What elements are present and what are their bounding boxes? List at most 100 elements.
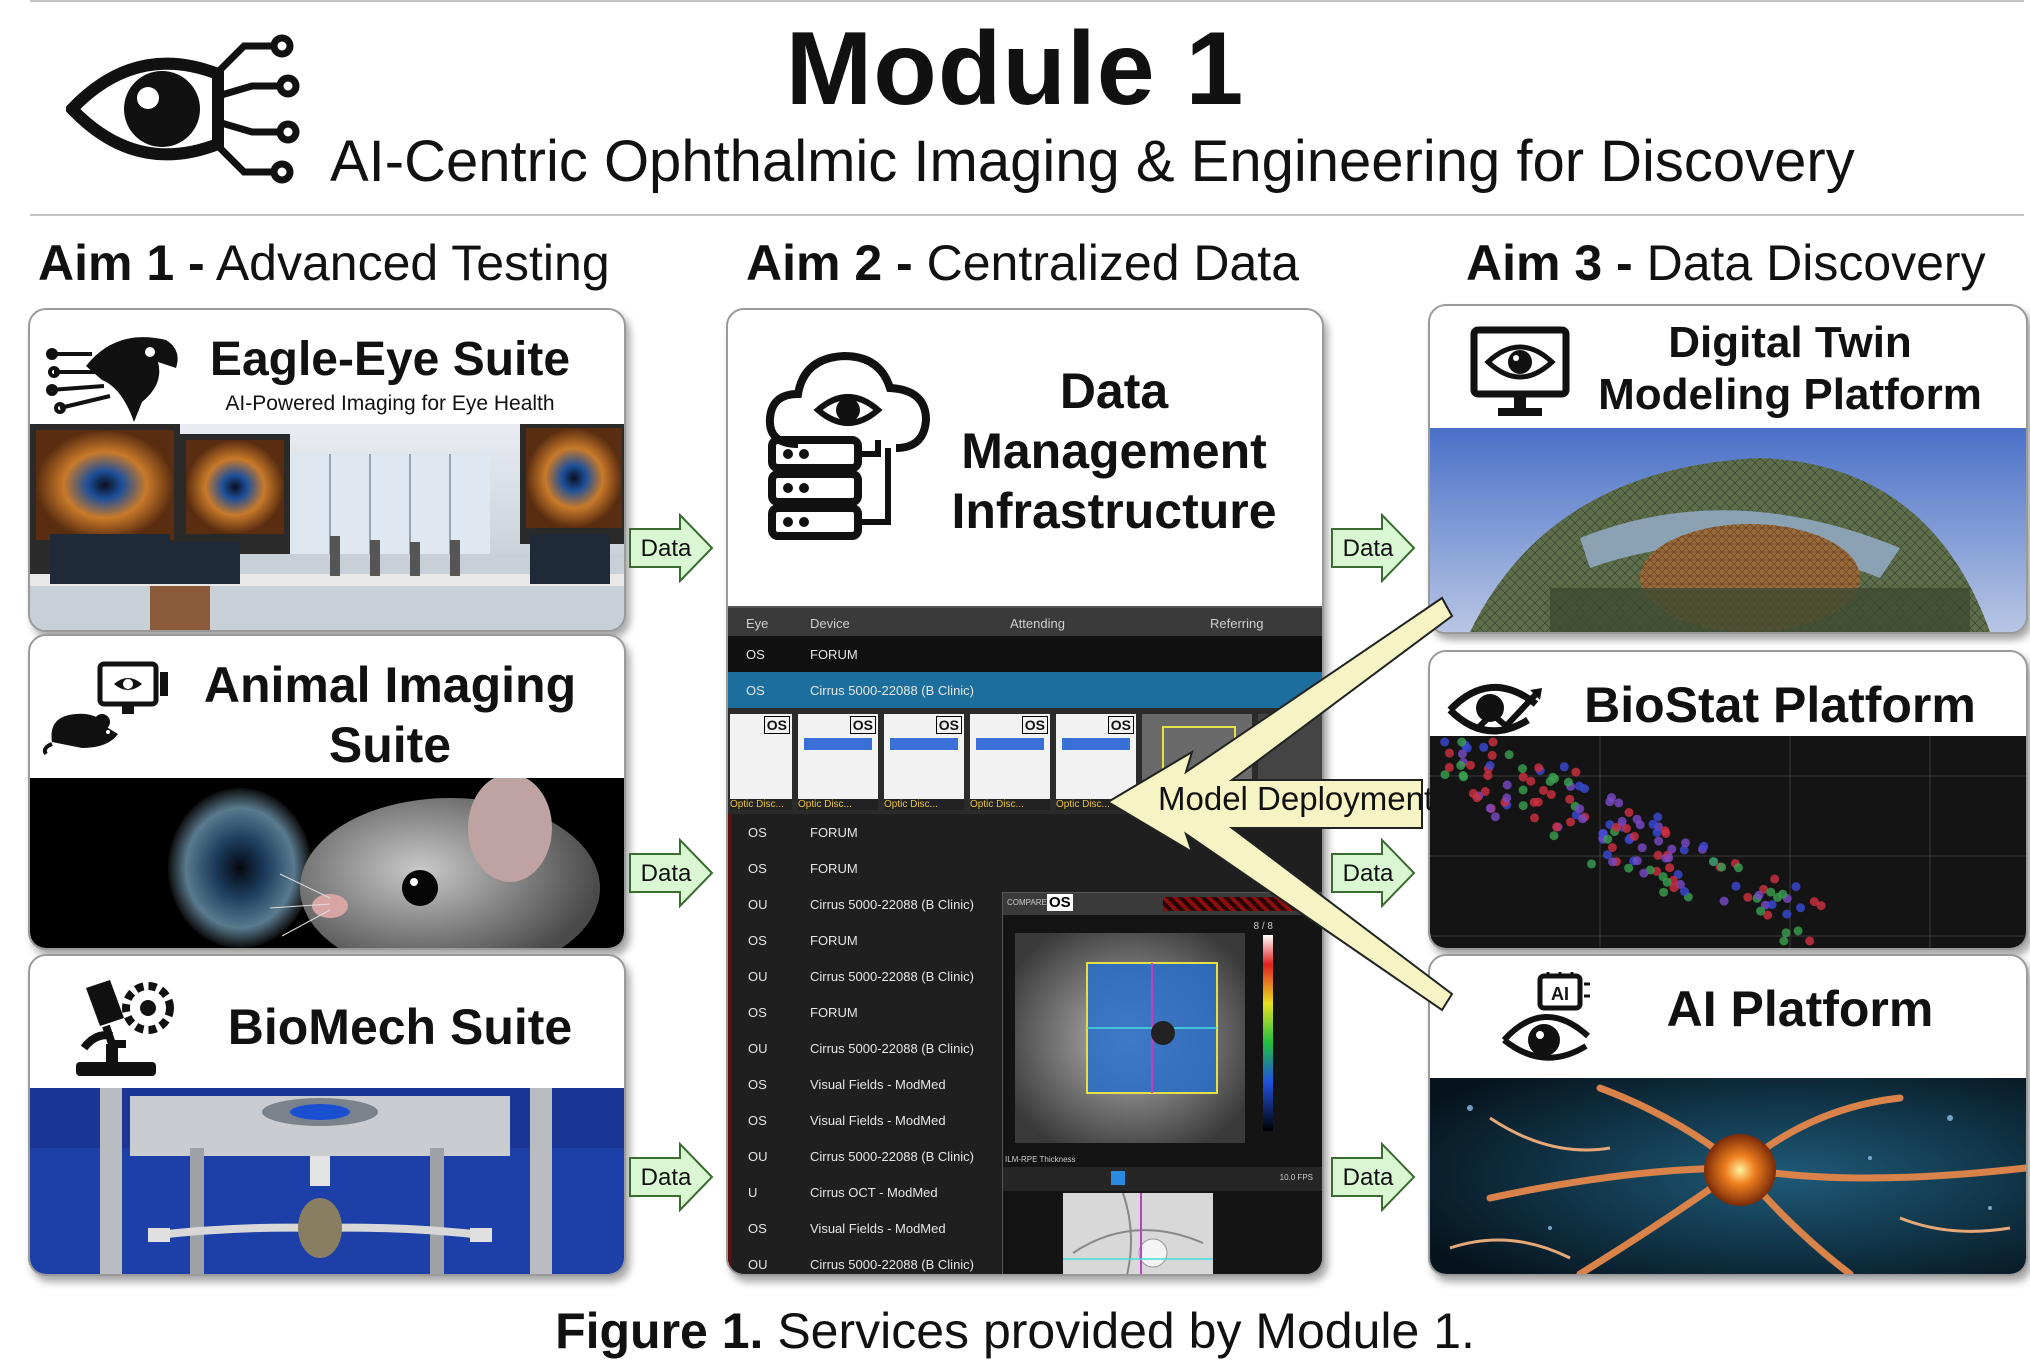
scatter-point [1487,750,1497,760]
scatter-point [1782,909,1792,919]
eagle-eye-title: Eagle-Eye Suite [209,333,571,386]
row-device: FORUM [810,825,858,840]
ai-chip-eye-icon: AI [1501,972,1591,1061]
row-eye: OS [748,825,767,840]
row-eye: OU [748,1041,768,1056]
aim2-heading: Aim 2 - Centralized Data [746,235,1300,291]
row-eye: OS [748,861,767,876]
header-divider [30,214,2024,216]
scatter-point [1662,877,1672,887]
scatter-point [1502,780,1512,790]
scatter-point [1468,788,1478,798]
scatter-point [1766,887,1776,897]
scatter-point [1816,901,1826,911]
eye-mesh-model [1430,428,2026,632]
row-eye: OS [748,1077,767,1092]
scatter-point [1578,814,1587,824]
scatter-point [1624,863,1634,873]
scatter-point [1490,812,1500,822]
col-attending: Attending [1010,616,1065,631]
scatter-point [1639,868,1649,878]
scatter-point [1504,750,1514,760]
row-eye: OS [748,1221,767,1236]
row-device: Visual Fields - ModMed [810,1113,946,1128]
scatter-point [1680,886,1689,896]
scatter-point [1648,819,1658,829]
scatter-point [1669,883,1679,893]
row-eye: OS [748,1005,767,1020]
scatter-point [1654,836,1664,846]
scatter-point [1518,772,1528,782]
eagle-circuit-icon [46,337,178,422]
scatter-point [1809,897,1819,907]
ai-platform-panel: AI AI Platform [1428,954,2028,1276]
layer-select[interactable]: ILM-RPE Thickness [1005,1155,1076,1164]
aim3-heading: Aim 3 - Data Discovery [1466,235,1986,291]
svg-text:AI: AI [1551,984,1569,1004]
data-flow-arrow: Data [628,1141,714,1213]
data-flow-arrow: Data [628,837,714,909]
scatter-point [1534,763,1544,773]
scatter-point [1624,808,1634,817]
scatter-point [1549,831,1559,841]
biomech-suite-panel: BioMech Suite [28,954,626,1276]
scatter-point [1708,857,1718,867]
imaging-lab-photo [30,424,624,630]
scatter-point [1488,737,1498,747]
data-flow-arrow: Data [1330,512,1416,584]
viewer-toolbar: COMPARE OS [1003,893,1322,915]
data-management-title-line2: Management [961,423,1267,479]
biostat-panel: BioStat Platform [1428,650,2028,950]
scatter-point [1767,900,1777,910]
scatter-point [1778,889,1788,899]
scatter-point [1444,762,1454,772]
microscope-gear-icon [76,980,174,1076]
scatter-point [1763,910,1773,920]
data-flow-arrow: Data [628,512,714,584]
scatter-point [1760,900,1770,910]
digital-twin-title-line2: Modeling Platform [1598,370,1982,419]
ai-platform-title: AI Platform [1666,981,1934,1037]
scatter-point [1679,845,1689,855]
page-subtitle: AI-Centric Ophthalmic Imaging & Engineer… [330,129,1855,194]
row-eye: OU [748,1149,768,1164]
scatter-point [1458,770,1468,780]
compare-button[interactable]: COMPARE [1007,898,1047,907]
scatter-point [1485,761,1495,770]
scatter-point [1479,742,1489,752]
scatter-point [1518,785,1528,795]
scatter-point [1632,814,1642,824]
digital-twin-panel: Digital Twin Modeling Platform [1428,304,2028,634]
scatter-point [1681,838,1690,848]
mouse-monitor-icon [42,661,168,756]
scatter-point [1440,770,1450,780]
table-row[interactable]: OS FORUM [728,814,1004,851]
aim1-heading: Aim 1 - Advanced Testing [38,235,610,291]
neuron-illustration [1430,1078,2026,1274]
fps-label[interactable]: 10.0 FPS [1279,1173,1313,1182]
data-flow-arrow: Data [1330,1141,1416,1213]
scatter-point [1440,737,1450,747]
scatter-point [1653,812,1663,822]
viewer-page-indicator: 8 / 8 [1253,921,1273,932]
eye-chart-icon [1447,683,1542,735]
scatter-point [1653,850,1663,860]
